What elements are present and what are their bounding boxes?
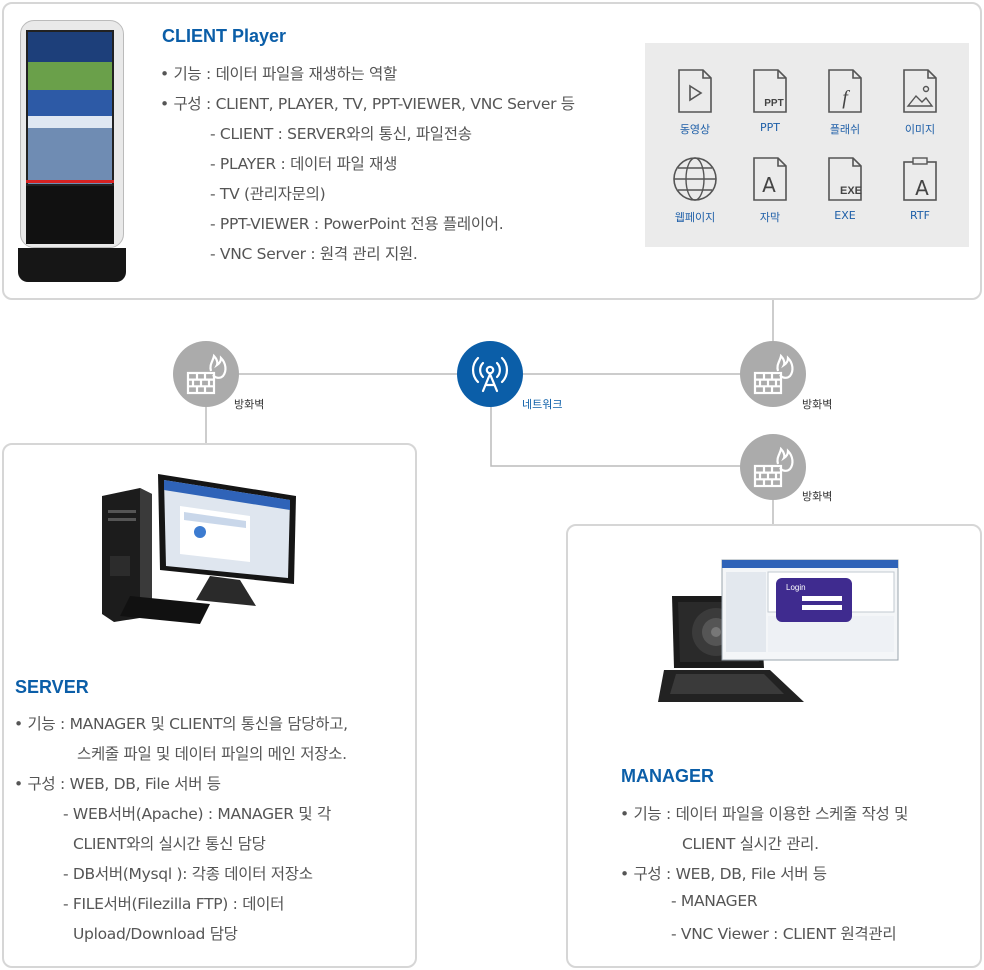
manager-function-line-cont: CLIENT 실시간 관리. bbox=[682, 835, 819, 853]
file-type-video: 동영상 bbox=[658, 67, 732, 137]
svg-text:Login: Login bbox=[786, 583, 806, 592]
server-detail-web: - WEB서버(Apache) : MANAGER 및 각 bbox=[63, 805, 331, 823]
antenna-icon bbox=[471, 356, 509, 393]
manager-detail-manager: - MANAGER bbox=[671, 892, 758, 910]
exe-file-icon: EXE bbox=[828, 157, 862, 201]
firewall-node-right bbox=[740, 341, 806, 407]
file-type-subtitle: A 자막 bbox=[733, 155, 807, 225]
client-composition-line: • 구성 : CLIENT, PLAYER, TV, PPT-VIEWER, V… bbox=[160, 95, 575, 113]
file-type-label: 자막 bbox=[759, 211, 781, 224]
file-type-label: RTF bbox=[910, 209, 930, 222]
subtitle-file-icon: A bbox=[753, 157, 787, 201]
server-computer-image bbox=[102, 474, 296, 624]
video-file-icon bbox=[678, 69, 712, 113]
ppt-file-icon: PPT bbox=[753, 69, 787, 113]
file-type-label: 웹페이지 bbox=[674, 211, 716, 224]
file-type-label: 동영상 bbox=[679, 123, 711, 136]
firewall-node-lower bbox=[740, 434, 806, 500]
rtf-file-icon: A bbox=[903, 157, 937, 201]
file-type-flash: f 플래쉬 bbox=[808, 67, 882, 137]
server-detail-file-cont: Upload/Download 담당 bbox=[73, 925, 238, 943]
file-type-rtf: A RTF bbox=[883, 155, 957, 222]
file-type-label: 플래쉬 bbox=[829, 123, 861, 136]
server-detail-db: - DB서버(Mysql ): 각종 데이터 저장소 bbox=[63, 865, 313, 883]
server-function-line-cont: 스케줄 파일 및 데이터 파일의 메인 저장소. bbox=[77, 745, 347, 763]
server-title: SERVER bbox=[15, 677, 89, 697]
file-type-ppt: PPT PPT bbox=[733, 67, 807, 134]
manager-composition-line: • 구성 : WEB, DB, File 서버 등 bbox=[620, 865, 827, 883]
server-detail-web-cont: CLIENT와의 실시간 통신 담당 bbox=[73, 835, 266, 853]
svg-text:A: A bbox=[762, 173, 776, 197]
client-detail-vnc-server: - VNC Server : 원격 관리 지원. bbox=[210, 245, 418, 263]
svg-text:f: f bbox=[842, 87, 850, 109]
manager-laptop-image: Login bbox=[658, 559, 899, 702]
file-type-label: PPT bbox=[760, 121, 780, 134]
globe-icon bbox=[673, 157, 717, 201]
firewall-label-right: 방화벽 bbox=[802, 398, 833, 411]
manager-title: MANAGER bbox=[621, 766, 714, 786]
image-file-icon bbox=[903, 69, 937, 113]
firewall-label-left: 방화벽 bbox=[234, 398, 265, 411]
file-type-webpage: 웹페이지 bbox=[658, 155, 732, 225]
server-composition-line: • 구성 : WEB, DB, File 서버 등 bbox=[14, 775, 221, 793]
svg-text:A: A bbox=[915, 176, 929, 200]
manager-detail-vnc-viewer: - VNC Viewer : CLIENT 원격관리 bbox=[671, 925, 897, 943]
client-player-title: CLIENT Player bbox=[162, 26, 287, 46]
firewall-icon bbox=[186, 353, 227, 395]
file-type-label: EXE bbox=[834, 209, 856, 222]
kiosk-display-image bbox=[18, 20, 128, 282]
server-detail-file: - FILE서버(Filezilla FTP) : 데이터 bbox=[63, 895, 285, 913]
firewall-node-left bbox=[173, 341, 239, 407]
client-detail-tv: - TV (관리자문의) bbox=[210, 185, 326, 203]
file-type-image: 이미지 bbox=[883, 67, 957, 137]
flash-file-icon: f bbox=[828, 69, 862, 113]
manager-function-line: • 기능 : 데이터 파일을 이용한 스케줄 작성 및 bbox=[620, 805, 909, 823]
svg-text:PPT: PPT bbox=[764, 98, 783, 109]
file-type-label: 이미지 bbox=[904, 123, 936, 136]
network-label: 네트워크 bbox=[522, 398, 563, 411]
network-node bbox=[457, 341, 523, 407]
firewall-icon bbox=[753, 446, 794, 488]
server-function-line: • 기능 : MANAGER 및 CLIENT의 통신을 담당하고, bbox=[14, 715, 348, 733]
client-function-line: • 기능 : 데이터 파일을 재생하는 역할 bbox=[160, 65, 397, 83]
line-network-to-lower-firewall bbox=[490, 374, 773, 467]
firewall-icon bbox=[753, 353, 794, 395]
client-detail-player: - PLAYER : 데이터 파일 재생 bbox=[210, 155, 398, 173]
svg-text:EXE: EXE bbox=[840, 185, 862, 197]
firewall-label-lower: 방화벽 bbox=[802, 490, 833, 503]
client-detail-client: - CLIENT : SERVER와의 통신, 파일전송 bbox=[210, 125, 472, 143]
file-type-exe: EXE EXE bbox=[808, 155, 882, 222]
client-detail-ppt-viewer: - PPT-VIEWER : PowerPoint 전용 플레이어. bbox=[210, 215, 504, 233]
supported-file-types-box: 동영상 PPT PPT f 플래쉬 이미지 웹페 bbox=[645, 43, 969, 247]
